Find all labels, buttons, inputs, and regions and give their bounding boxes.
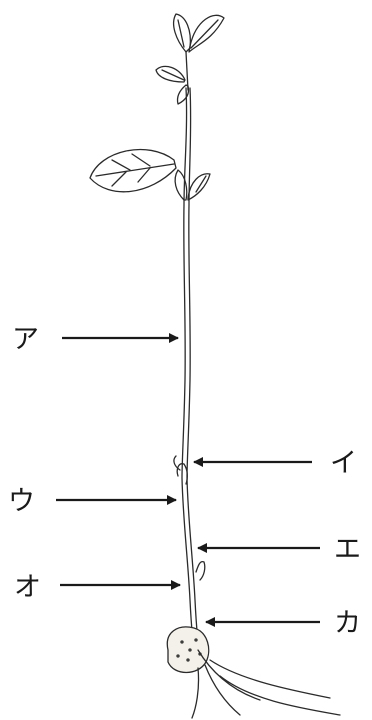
- seedling-illustration: [90, 14, 340, 718]
- label-i: イ: [330, 448, 357, 479]
- annotation-arrows: [56, 338, 320, 622]
- label-a: ア: [12, 324, 39, 355]
- seed: [167, 627, 208, 673]
- label-ka: カ: [334, 608, 361, 639]
- roots: [192, 650, 340, 718]
- node-lower: [196, 562, 205, 580]
- top-leaf-left: [174, 14, 191, 52]
- label-u: ウ: [8, 486, 35, 517]
- label-e: エ: [334, 534, 361, 565]
- label-o: オ: [14, 572, 41, 603]
